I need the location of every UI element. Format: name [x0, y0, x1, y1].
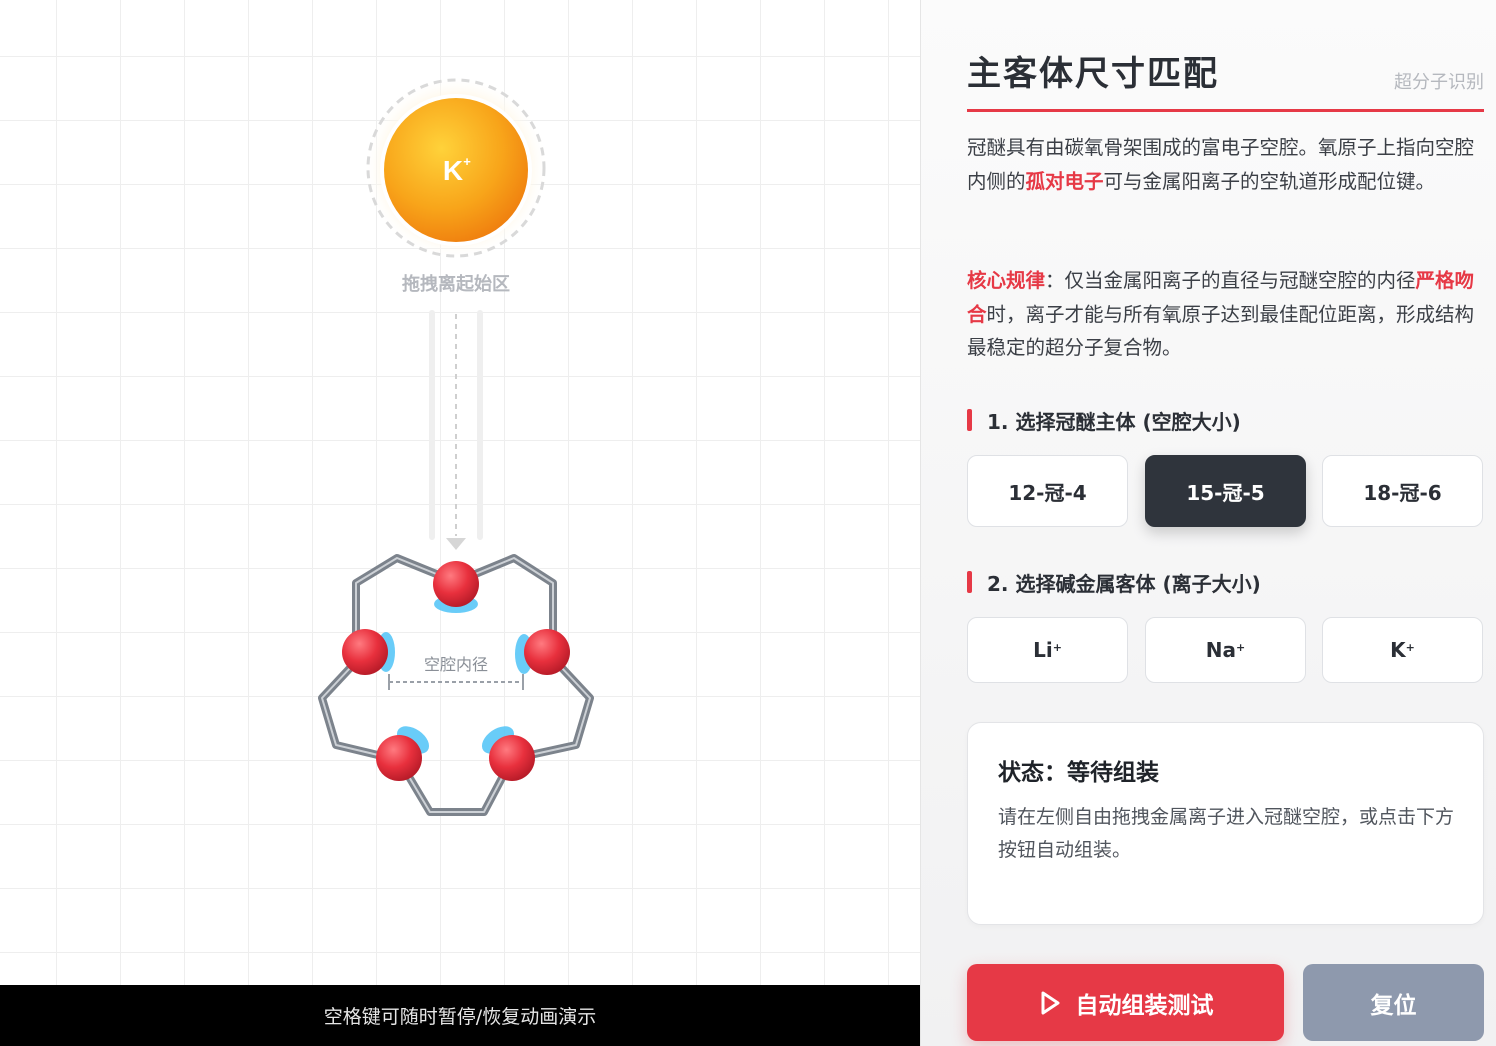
keyboard-hint-text: 空格键可随时暂停/恢复动画演示 — [323, 1006, 597, 1028]
oxygen-atom — [342, 629, 388, 675]
oxygen-atom — [433, 561, 479, 607]
play-icon — [1041, 991, 1059, 1014]
guest-charge: + — [1405, 640, 1415, 654]
status-card: 状态：等待组装 请在左侧自由拖拽金属离子进入冠醚空腔，或点击下方按钮自动组装。 — [967, 722, 1484, 925]
rule-text-2: 时，离子才能与所有氧原子达到最佳配位距离，形成结构最稳定的超分子复合物。 — [967, 302, 1475, 360]
guest-charge: + — [1052, 640, 1062, 654]
guide-rail-right — [477, 310, 483, 540]
auto-assemble-button[interactable]: 自动组装测试 — [967, 964, 1284, 1041]
guest-option-potassium[interactable]: K+ — [1322, 617, 1483, 683]
cavity-diameter-label: 空腔内径 — [424, 655, 488, 674]
reset-label: 复位 — [1370, 992, 1417, 1019]
panel-subtitle: 超分子识别 — [1394, 72, 1484, 93]
oxygen-atom — [524, 629, 570, 675]
section-host-title: 1. 选择冠醚主体 (空腔大小) — [967, 406, 1241, 435]
host-option-15-crown-5[interactable]: 15-冠-5 — [1145, 455, 1306, 527]
guest-label: Na — [1205, 638, 1236, 662]
stage-canvas: K + 拖拽离起始区 空腔内径 — [318, 76, 594, 816]
rule-text-1: ：仅当金属阳离子的直径与冠醚空腔的内径 — [1045, 269, 1416, 292]
guest-charge: + — [1236, 640, 1246, 654]
intro-highlight: 孤对电子 — [1025, 169, 1104, 193]
intro-paragraph: 冠醚具有由碳氧骨架围成的富电子空腔。氧原子上指向空腔内侧的孤对电子可与金属阳离子… — [967, 131, 1487, 198]
start-zone-label: 拖拽离起始区 — [402, 273, 510, 295]
oxygen-atom — [376, 735, 422, 781]
start-zone-ring — [366, 78, 546, 258]
keyboard-hint-bar: 空格键可随时暂停/恢复动画演示 — [0, 985, 920, 1046]
rule-paragraph: 核心规律：仅当金属阳离子的直径与冠醚空腔的内径严格吻合时，离子才能与所有氧原子达… — [967, 264, 1487, 365]
panel-title: 主客体尺寸匹配 — [967, 54, 1219, 94]
host-option-18-crown-6[interactable]: 18-冠-6 — [1322, 455, 1483, 527]
ion-charge: + — [463, 154, 471, 169]
guest-label: K — [1390, 638, 1406, 662]
rule-highlight: 严格吻合 — [967, 269, 1475, 326]
simulation-stage[interactable]: K + 拖拽离起始区 空腔内径 空格键可随时暂停/恢复动画演示 — [0, 0, 920, 1046]
guide-arrow-icon — [446, 538, 466, 550]
intro-text-2: 可与金属阳离子的空轨道形成配位键。 — [1103, 169, 1436, 193]
section-guest-title: 2. 选择碱金属客体 (离子大小) — [967, 568, 1261, 597]
guest-label: Li — [1033, 638, 1053, 662]
potassium-ion[interactable]: K + — [380, 94, 532, 246]
panel-header: 主客体尺寸匹配 超分子识别 — [967, 44, 1484, 112]
guest-option-lithium[interactable]: Li+ — [967, 617, 1128, 683]
reset-button[interactable]: 复位 — [1303, 964, 1484, 1041]
rule-label: 核心规律 — [967, 269, 1046, 292]
oxygen-atom — [489, 735, 535, 781]
guest-option-sodium[interactable]: Na+ — [1145, 617, 1306, 683]
status-description: 请在左侧自由拖拽金属离子进入冠醚空腔，或点击下方按钮自动组装。 — [998, 806, 1455, 861]
intro-text-1: 冠醚具有由碳氧骨架围成的富电子空腔。氧原子上指向空腔内侧的 — [967, 136, 1475, 193]
ion-label: K — [443, 155, 463, 186]
host-option-12-crown-4[interactable]: 12-冠-4 — [967, 455, 1128, 527]
status-title: 状态：等待组装 — [998, 760, 1159, 786]
control-panel: 主客体尺寸匹配 超分子识别 冠醚具有由碳氧骨架围成的富电子空腔。氧原子上指向空腔… — [920, 0, 1496, 1046]
guide-rail-left — [429, 310, 435, 540]
auto-assemble-label: 自动组装测试 — [1075, 992, 1214, 1019]
